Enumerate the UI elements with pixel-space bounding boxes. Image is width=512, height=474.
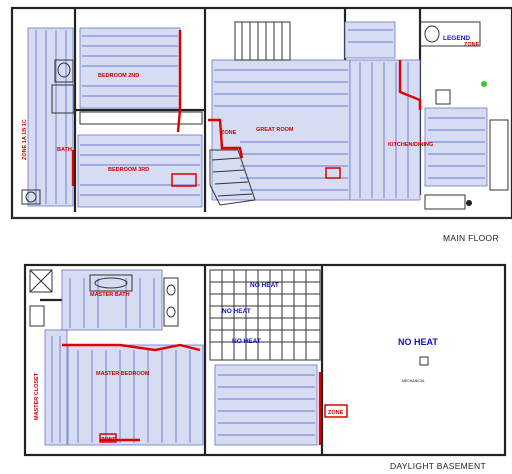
room-label-bedroom-3: BEDROOM 3RD [108, 167, 149, 173]
zone-left-hall [27, 27, 74, 207]
zone-label-left-wall: ZONE 1A 1B 1C [22, 119, 28, 160]
zone-label-great-room: ZONE [221, 130, 237, 136]
zone-kitchen-dining [424, 107, 488, 187]
zone-great-room [211, 59, 351, 201]
supply-line-bedrooms [176, 30, 182, 133]
floor-title-main: MAIN FLOOR [443, 233, 499, 243]
basement-heating-loops [51, 278, 315, 443]
basement-outline [23, 263, 507, 457]
main-stairs [209, 21, 291, 206]
zone-bedroom-2 [79, 27, 181, 109]
no-heat-label-mid-2: NO HEAT [232, 338, 261, 345]
main-heating-loops [35, 29, 485, 204]
mechanical-label: MECHANICAL [402, 379, 425, 383]
zone-basement-room [214, 364, 318, 446]
zone-label-top-right: ZONE [464, 42, 480, 48]
basement-plan: MASTER BATH MASTER CLOSET MASTER BEDROOM… [23, 263, 507, 471]
thermostat-master [99, 433, 117, 443]
no-heat-label-unheated-room: NO HEAT [398, 337, 438, 347]
no-heat-label-top: NO HEAT [250, 282, 279, 289]
legend-tag: LEGEND [443, 35, 470, 42]
main-floor-plan: BEDROOM 2ND BEDROOM 3RD GREAT ROOM KITCH… [10, 6, 512, 243]
floor-title-basement: DAYLIGHT BASEMENT [390, 461, 486, 471]
zone-master-closet [44, 329, 68, 446]
supply-line-great-room [208, 118, 244, 159]
zone-master-bedroom [67, 344, 204, 446]
room-label-bedroom-2: BEDROOM 2ND [98, 73, 139, 79]
no-heat-label-mid-1: NO HEAT [222, 308, 251, 315]
manifold-basement [324, 404, 348, 418]
thermostat-great-room [325, 167, 341, 179]
zone-label-basement: ZONE [328, 410, 344, 416]
zone-great-room-east [349, 59, 421, 201]
supply-line-kitchen [398, 60, 422, 110]
room-label-great-room: GREAT ROOM [256, 127, 294, 133]
basement-fixtures [29, 269, 429, 366]
main-fixtures [21, 21, 509, 210]
room-label-master-closet: MASTER CLOSET [34, 372, 40, 420]
room-label-master-bedroom: MASTER BEDROOM [96, 371, 150, 377]
zone-entry [344, 21, 396, 59]
supply-line-master [62, 343, 201, 352]
zone-label-left-hall: BATH [57, 147, 72, 153]
room-label-master-bath: MASTER BATH [90, 292, 130, 298]
mechanical-grid [209, 269, 321, 361]
manifold-main [171, 173, 197, 187]
zone-master-bath [61, 269, 163, 331]
room-label-kitchen-dining: KITCHEN/DINING [388, 142, 433, 148]
zone-label-master: ZONE [101, 437, 117, 443]
